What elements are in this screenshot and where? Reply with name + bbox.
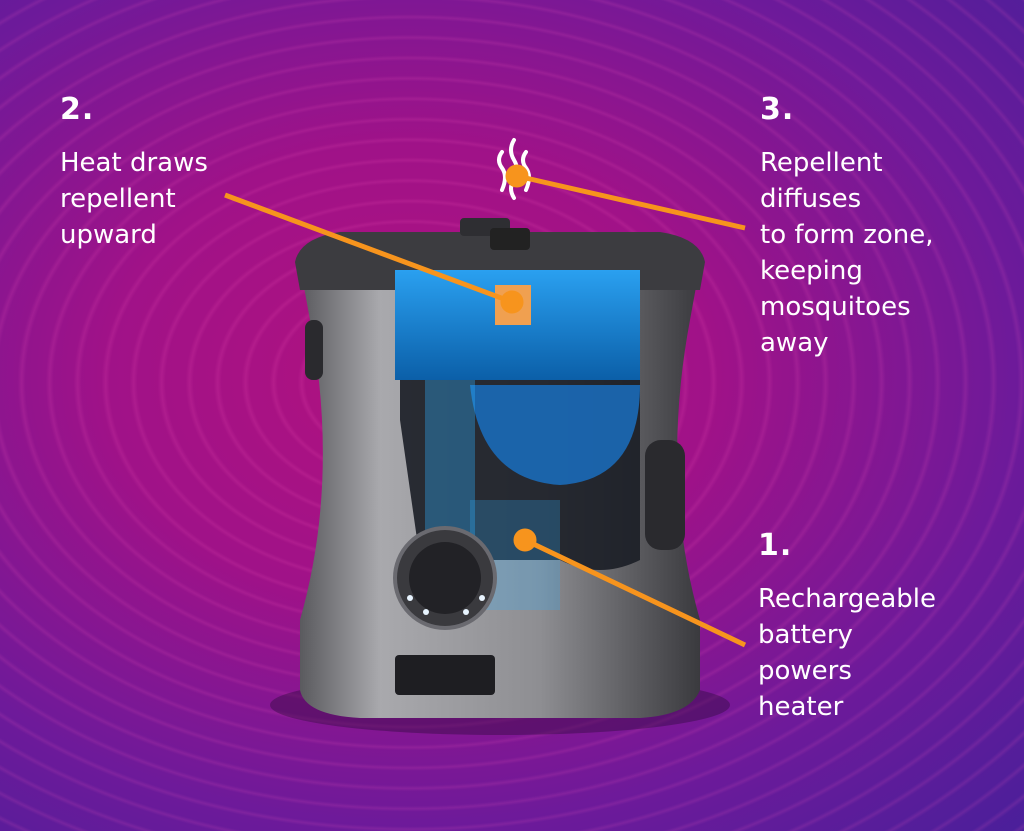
callout-2: 2. Heat draws repellent upward [60, 92, 208, 253]
callout-3: 3. Repellent diffuses to form zone, keep… [760, 92, 934, 361]
callout-1: 1. Rechargeable battery powers heater [758, 528, 936, 725]
power-button-center [409, 542, 481, 614]
callout-2-text: Heat draws repellent upward [60, 148, 208, 250]
side-grip-left [305, 320, 323, 380]
circuit-board [425, 380, 475, 550]
callout-1-dot [513, 528, 537, 552]
callout-3-dot [505, 164, 529, 188]
base-slot [395, 655, 495, 695]
side-grip [645, 440, 685, 550]
indicator-lights [407, 595, 485, 615]
callout-1-number: 1. [758, 528, 793, 563]
repellent-cartridge [470, 385, 640, 485]
top-vent [490, 228, 530, 250]
callout-1-line [523, 537, 747, 648]
callout-3-number: 3. [760, 92, 795, 127]
callout-3-line [516, 173, 746, 231]
callout-1-text: Rechargeable battery powers heater [758, 584, 936, 722]
callout-3-text: Repellent diffuses to form zone, keeping… [760, 148, 934, 358]
callout-2-line [224, 192, 513, 305]
callout-2-number: 2. [60, 92, 95, 127]
callout-2-dot [500, 290, 524, 314]
